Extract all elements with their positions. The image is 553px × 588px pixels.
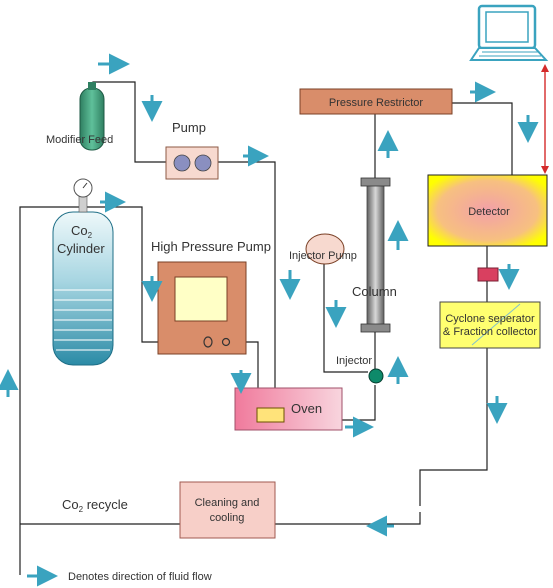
column [360, 177, 391, 372]
column-label: Column [352, 284, 397, 299]
detector [427, 174, 548, 247]
pump-label: Pump [172, 120, 206, 135]
oven-label: Oven [291, 401, 322, 416]
cleaning-cooling-unit [179, 481, 276, 539]
cyclone-separator [439, 301, 541, 349]
pressure-restrictor [299, 88, 453, 115]
modifier-feed-label: Modifier Feed [46, 134, 113, 146]
detector-connector [477, 267, 499, 282]
pump-box [165, 146, 219, 180]
oven [234, 387, 343, 431]
flow-arrows [0, 53, 539, 537]
co2-cylinder-label: Cylinder [57, 241, 105, 256]
legend-text: Denotes direction of fluid flow [68, 571, 212, 583]
co2-cylinder [52, 178, 114, 366]
cleaning-label-line2: cooling [210, 512, 245, 524]
high-pressure-pump [157, 261, 247, 355]
co2-recycle-label: Co2 recycle [62, 497, 128, 514]
cyclone-label-line1: Cyclone seperator [445, 313, 535, 325]
injector-label: Injector [336, 355, 372, 367]
modifier-feed-bottle [79, 82, 105, 151]
injector-valve [368, 368, 384, 384]
cyclone-label-line2: & Fraction collector [443, 326, 537, 338]
pressure-restrictor-label: Pressure Restrictor [329, 97, 423, 109]
injector-pump [305, 233, 345, 265]
high-pressure-pump-label: High Pressure Pump [151, 239, 271, 254]
computer-icon [469, 4, 549, 61]
co2-cylinder-label-co: Co2 [71, 223, 93, 240]
injector-pump-label: Injector Pump [289, 250, 357, 262]
detector-label: Detector [468, 206, 510, 218]
cleaning-label-line1: Cleaning and [195, 497, 260, 509]
